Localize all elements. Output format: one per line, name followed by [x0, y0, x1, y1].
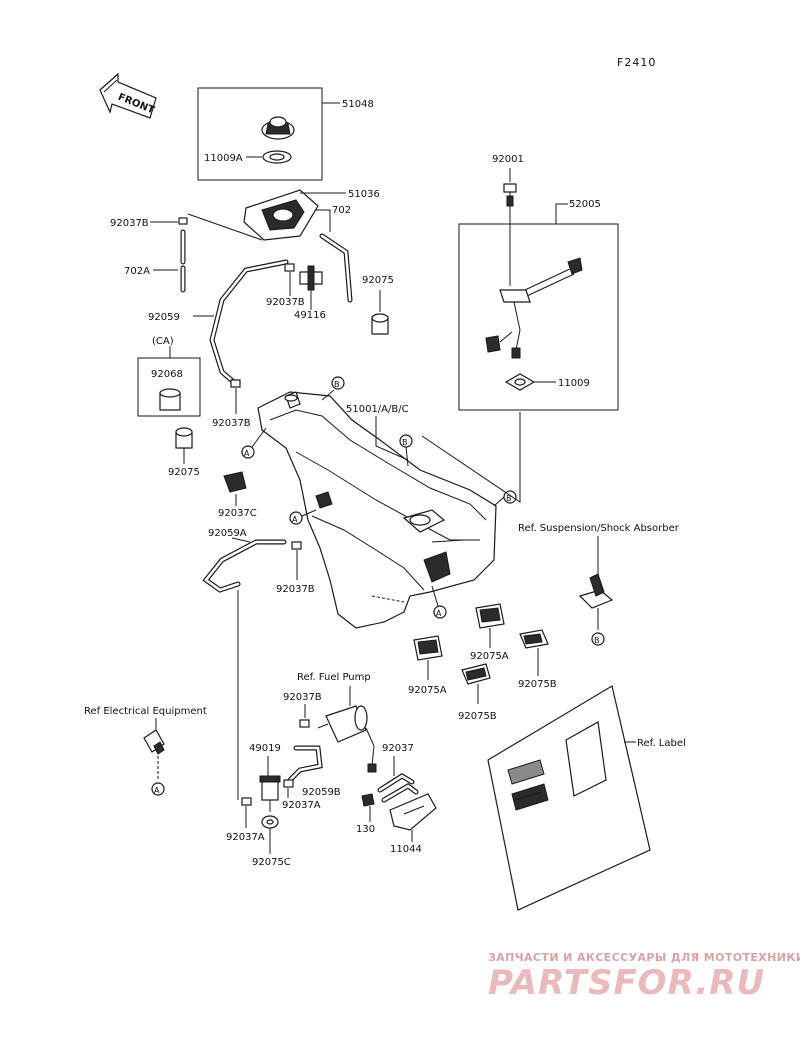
- gasket-11009-icon: [504, 373, 536, 391]
- marker-b-tank-mid-icon: B: [399, 434, 413, 448]
- clip-92037a-upper-icon: [283, 779, 294, 788]
- clip-92037b-low-icon: [291, 541, 302, 550]
- svg-text:B: B: [594, 636, 600, 645]
- marker-a-electrical-icon: A: [151, 782, 165, 796]
- clip-92037b-mid-icon: [284, 263, 295, 272]
- label-92068: 92068: [151, 369, 183, 380]
- label-130: 130: [356, 824, 375, 835]
- fuel-cap-icon: [261, 116, 295, 140]
- damper-92075c-icon: [261, 815, 279, 829]
- bolt-130-icon: [361, 793, 375, 807]
- ref-suspension: Ref. Suspension/Shock Absorber: [518, 523, 680, 534]
- label-52005: 52005: [569, 199, 601, 210]
- watermark-tagline: ЗАПЧАСТИ И АКСЕССУАРЫ ДЛЯ МОТОТЕХНИКИ: [488, 951, 800, 964]
- label-49116: 49116: [294, 310, 326, 321]
- marker-b-suspension-icon: B: [591, 632, 605, 646]
- label-92037B-mid: 92037B: [266, 297, 305, 308]
- label-92075B-left: 92075B: [458, 711, 497, 722]
- label-92075B-right: 92075B: [518, 679, 557, 690]
- svg-text:A: A: [244, 449, 250, 458]
- label-CA: (CA): [152, 336, 174, 347]
- ref-fuel-pump: Ref. Fuel Pump: [297, 672, 371, 683]
- ref-electrical: Ref Electrical Equipment: [84, 706, 207, 717]
- label-92037B-low: 92037B: [276, 584, 315, 595]
- marker-b-tank-right-icon: B: [503, 490, 517, 504]
- clip-92037a-lower-icon: [241, 797, 252, 806]
- front-arrow-icon: FRONT: [99, 72, 157, 119]
- canister-92068-icon: [159, 388, 181, 411]
- svg-text:B: B: [506, 494, 512, 503]
- marker-a-tank-low-icon: A: [289, 511, 303, 525]
- label-92037B-pump: 92037B: [283, 692, 322, 703]
- label-702A: 702A: [124, 266, 150, 277]
- hose-702-icon: [319, 233, 353, 303]
- marker-a-tank-left-icon: A: [241, 445, 255, 459]
- figure-code: F2410: [617, 56, 656, 69]
- label-92059: 92059: [148, 312, 180, 323]
- label-49019: 49019: [249, 743, 281, 754]
- label-92059A: 92059A: [208, 528, 247, 539]
- label-92037B-top: 92037B: [110, 218, 149, 229]
- label-92037: 92037: [382, 743, 414, 754]
- hose-92059-icon: [209, 259, 289, 387]
- clip-92037b-top-icon: [178, 217, 188, 225]
- label-51001: 51001/A/B/C: [346, 404, 409, 415]
- damper-92075-left-icon: [175, 427, 193, 449]
- hose-92037-icon: [377, 773, 419, 803]
- label-card-icon: [487, 685, 651, 911]
- sending-unit-icon: [485, 257, 583, 359]
- label-92001: 92001: [492, 154, 524, 165]
- marker-b-tank-top-icon: B: [331, 376, 345, 390]
- label-92075A-right: 92075A: [470, 651, 509, 662]
- label-11044: 11044: [390, 844, 422, 855]
- label-11009A: 11009A: [204, 153, 243, 164]
- cap-base-icon: [243, 189, 319, 241]
- label-92075C: 92075C: [252, 857, 291, 868]
- shock-bracket-icon: [578, 573, 614, 609]
- fuel-tank-icon: [257, 391, 497, 629]
- label-92075-left: 92075: [168, 467, 200, 478]
- label-702: 702: [332, 205, 351, 216]
- connector-icon: [143, 729, 165, 755]
- gasket-icon: [262, 150, 292, 164]
- label-51036: 51036: [348, 189, 380, 200]
- label-92037B-tank: 92037B: [212, 418, 251, 429]
- damper-92075-top-icon: [371, 313, 389, 335]
- fuel-filter-icon: [259, 775, 281, 812]
- svg-text:B: B: [402, 438, 408, 447]
- watermark-brand: PARTSFOR.RU: [488, 963, 765, 1003]
- bracket-11044-icon: [389, 793, 437, 831]
- damper-92075b-right-icon: [519, 629, 549, 649]
- label-92037A-lower: 92037A: [226, 832, 265, 843]
- ref-label: Ref. Label: [637, 738, 686, 749]
- svg-text:A: A: [292, 515, 298, 524]
- label-92037A-upper: 92037A: [282, 800, 321, 811]
- valve-49116-icon: [299, 265, 323, 291]
- label-92059B: 92059B: [302, 787, 341, 798]
- clip-92037b-tank-icon: [230, 379, 241, 388]
- svg-text:B: B: [334, 380, 340, 389]
- hose-92059b-icon: [287, 745, 323, 783]
- clip-92037b-pump-icon: [299, 719, 310, 728]
- bolt-92001-icon: [503, 183, 517, 207]
- hose-92059a-icon: [202, 539, 287, 593]
- damper-92075b-left-icon: [461, 663, 491, 685]
- fuel-cap-box: 51048 11009A: [197, 87, 374, 181]
- svg-text:A: A: [154, 786, 160, 795]
- damper-92075a-right-icon: [475, 603, 505, 629]
- label-11009: 11009: [558, 378, 590, 389]
- damper-92075a-left-icon: [413, 635, 443, 661]
- fuel-pump-icon: [317, 705, 377, 773]
- label-92037C: 92037C: [218, 508, 257, 519]
- svg-text:A: A: [436, 609, 442, 618]
- label-92075A-left: 92075A: [408, 685, 447, 696]
- label-51048: 51048: [342, 99, 374, 110]
- marker-a-tank-bottom-icon: A: [433, 605, 447, 619]
- clip-92037c-icon: [223, 471, 247, 493]
- label-92075-top: 92075: [362, 275, 394, 286]
